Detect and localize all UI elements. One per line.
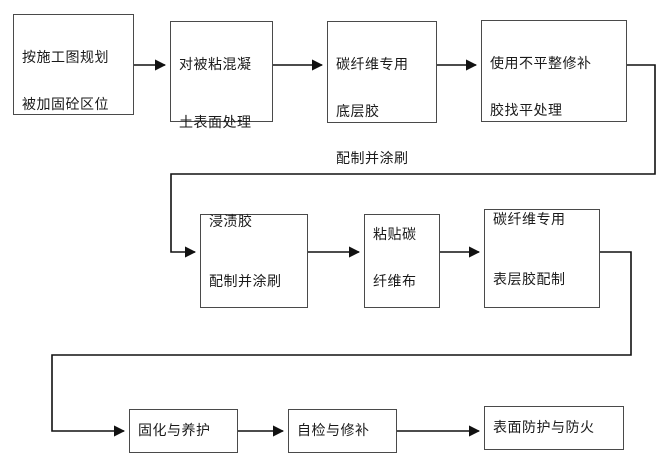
process-node-self-inspection-repair[interactable]: 自检与修补: [288, 409, 397, 453]
process-node-impregnating-adhesive[interactable]: 浸渍胶 配制并涂刷: [200, 214, 308, 308]
node-label: 碳纤维专用 底层胶 配制并涂刷: [336, 30, 432, 199]
node-label: 对被粘混凝 土表面处理: [179, 30, 268, 174]
process-node-bond-carbon-fiber-cloth[interactable]: 粘贴碳 纤维布: [364, 214, 440, 308]
node-label: 碳纤维专用 表层胶配制: [493, 185, 595, 333]
node-label-line: 按施工图规划: [22, 50, 109, 66]
node-label-line: 表面防护与防火: [493, 420, 595, 436]
node-label-line: 表层胶配制: [493, 271, 566, 288]
node-label-line: 碳纤维专用: [336, 57, 409, 73]
process-node-surface-protection-fireproofing[interactable]: 表面防护与防火: [484, 406, 624, 450]
node-label-line: 粘贴碳: [373, 227, 417, 243]
node-label-line: 浸渍胶: [209, 214, 253, 230]
node-label-line: 配制并涂刷: [336, 151, 409, 167]
process-node-surface-treatment[interactable]: 对被粘混凝 土表面处理: [170, 21, 273, 130]
node-label-line: 使用不平整修补: [490, 56, 592, 72]
process-node-topcoat-adhesive[interactable]: 碳纤维专用 表层胶配制: [484, 209, 600, 308]
node-label-line: 配制并涂刷: [209, 274, 282, 290]
process-node-plan-area[interactable]: 按施工图规划 被加固砼区位: [13, 14, 134, 115]
node-label-line: 自检与修补: [297, 423, 370, 439]
process-node-curing-maintenance[interactable]: 固化与养护: [129, 409, 238, 453]
node-label-line: 纤维布: [373, 274, 417, 290]
node-label-line: 土表面处理: [179, 115, 252, 131]
node-label: 浸渍胶 配制并涂刷: [209, 187, 303, 335]
node-label: 粘贴碳 纤维布: [373, 200, 435, 322]
node-label-line: 被加固砼区位: [22, 97, 109, 113]
node-label: 表面防护与防火: [493, 393, 619, 463]
node-label: 按施工图规划 被加固砼区位: [22, 23, 129, 145]
process-node-primer-adhesive[interactable]: 碳纤维专用 底层胶 配制并涂刷: [327, 21, 437, 166]
process-node-leveling-repair[interactable]: 使用不平整修补 胶找平处理: [481, 20, 627, 122]
node-label: 固化与养护: [138, 396, 233, 466]
node-label-line: 固化与养护: [138, 423, 211, 439]
node-label-line: 底层胶: [336, 104, 380, 120]
node-label-line: 对被粘混凝: [179, 57, 252, 73]
node-label: 使用不平整修补 胶找平处理: [490, 29, 622, 151]
node-label-line: 胶找平处理: [490, 103, 563, 119]
node-label-line: 碳纤维专用: [493, 211, 566, 228]
node-label: 自检与修补: [297, 396, 392, 466]
